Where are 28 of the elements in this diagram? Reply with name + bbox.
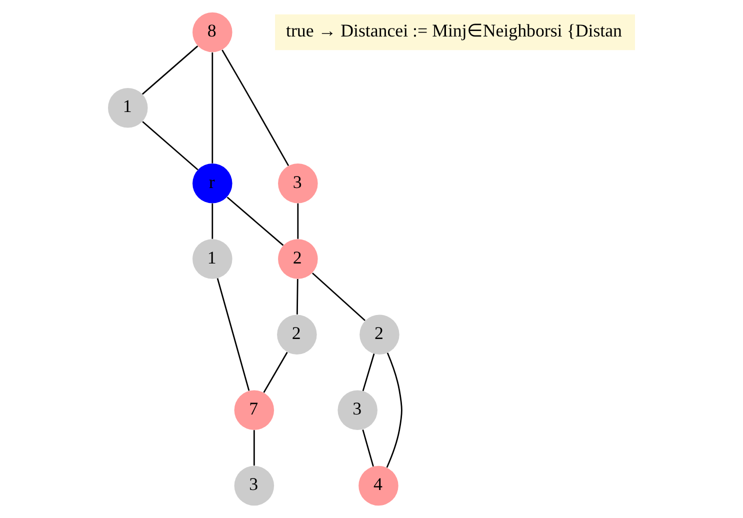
connector (296, 278, 298, 314)
connector (212, 203, 214, 239)
node-circle: 2 (277, 314, 317, 354)
connector (297, 203, 299, 239)
node-circle: 1 (108, 88, 148, 128)
node-circle: 3 (278, 164, 318, 204)
connector (253, 430, 255, 466)
connector (362, 430, 374, 467)
node-circle: 1 (192, 239, 232, 279)
node-box: true → Distancei := Minj∈Neighborsi {Distan (275, 14, 636, 50)
connector (216, 278, 250, 391)
node-circle: 4 (358, 466, 398, 506)
connector (226, 196, 284, 246)
connector (142, 46, 198, 95)
connector (222, 50, 290, 166)
connector (212, 52, 214, 164)
connector (312, 272, 366, 322)
connector (362, 354, 375, 392)
connector (142, 121, 198, 170)
node-circle: 8 (192, 12, 232, 52)
node-circle: 7 (234, 390, 274, 430)
node-circle: 2 (360, 314, 400, 354)
node-circle: 3 (338, 390, 378, 430)
connector (386, 352, 402, 468)
connector (263, 352, 288, 393)
node-circle: r (192, 164, 232, 204)
node-circle: 3 (234, 466, 274, 506)
node-circle: 2 (278, 239, 318, 279)
